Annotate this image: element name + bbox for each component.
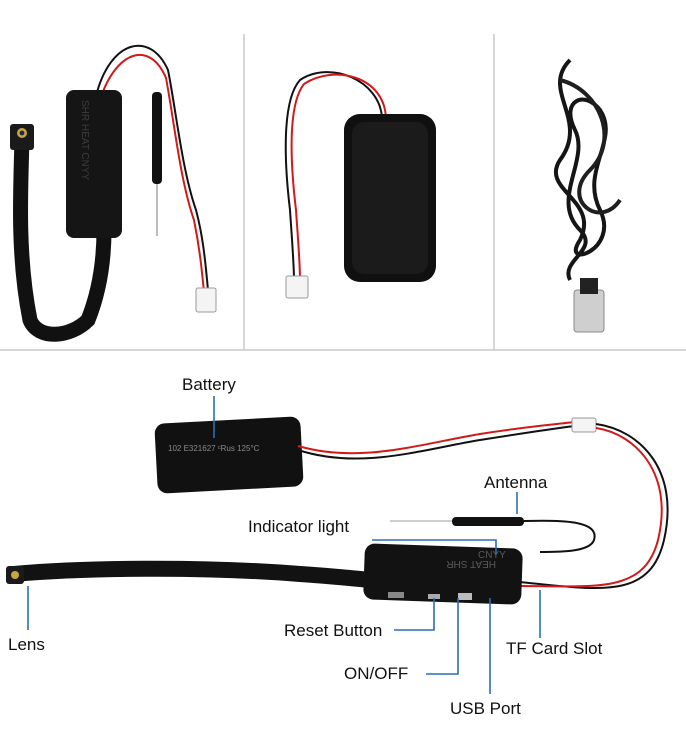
labeled-diagram: 102 E321627 ᶜRus 125°C HEAT SHR CNYY <box>6 396 669 694</box>
battery-callout: Battery <box>182 375 236 394</box>
indicator-light-callout: Indicator light <box>248 517 350 536</box>
leader-lines <box>27 396 541 694</box>
board-side-print: CNYY <box>478 550 506 561</box>
antenna-callout: Antenna <box>484 473 548 492</box>
on-off-callout: ON/OFF <box>344 664 409 683</box>
camera-module-photo: SHR HEAT CNYY <box>10 44 217 342</box>
battery-label-print: 102 E321627 ᶜRus 125°C <box>168 444 260 453</box>
battery-photo <box>284 71 436 299</box>
lens-callout: Lens <box>8 635 45 654</box>
svg-text:SHR HEAT CNYY: SHR HEAT CNYY <box>79 100 90 181</box>
reset-button-callout: Reset Button <box>284 621 383 640</box>
board-top-print: HEAT SHR <box>446 558 496 569</box>
tf-card-slot-callout: TF Card Slot <box>506 639 603 658</box>
usb-port-callout: USB Port <box>450 699 521 718</box>
usb-cable-photo <box>553 58 622 333</box>
